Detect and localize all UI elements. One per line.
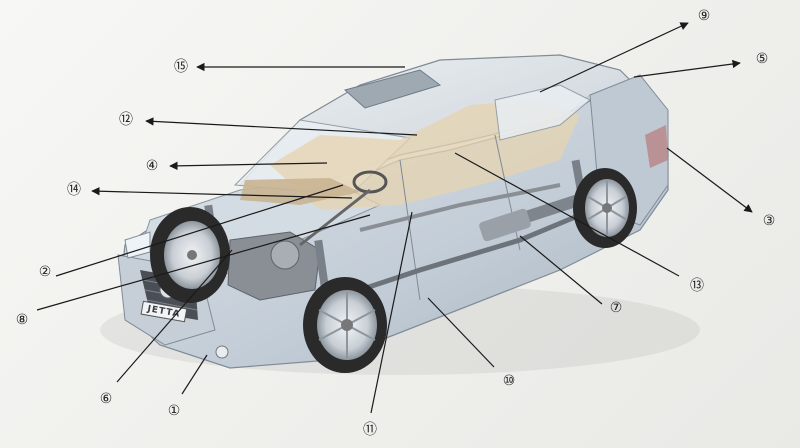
- leader-9: [539, 22, 689, 93]
- leader-4: [169, 161, 328, 171]
- callout-6: ⑥: [100, 391, 113, 407]
- callout-labels: ⑮ ⑫ ④ ⑭ ② ⑧ ⑥ ① ⑪ ⑩ ⑦ ⑬ ⑨ ⑤ ③: [16, 8, 776, 438]
- callout-7: ⑦: [610, 300, 623, 316]
- leader-2: [55, 184, 344, 277]
- leader-6: [116, 249, 233, 383]
- steering-wheel: [352, 170, 388, 194]
- license-plate: JETTA: [140, 300, 188, 323]
- rear-right-wheel: [573, 168, 637, 248]
- exhaust-pipe: [327, 212, 583, 303]
- callout-5: ⑤: [756, 51, 769, 67]
- callout-3: ③: [763, 213, 776, 229]
- callout-11: ⑪: [363, 422, 377, 438]
- leader-7: [519, 235, 603, 305]
- front-right-wheel: [303, 277, 387, 373]
- callout-13: ⑬: [690, 278, 704, 294]
- callout-15: ⑮: [174, 59, 188, 75]
- callout-8: ⑧: [16, 312, 29, 328]
- callout-2: ②: [39, 264, 52, 280]
- leader-10: [427, 297, 495, 368]
- fuel-tank: [479, 208, 531, 242]
- door-line-front: [399, 159, 421, 301]
- callout-10: ⑩: [503, 373, 516, 389]
- leader-3: [666, 147, 753, 213]
- leader-13: [454, 152, 680, 277]
- leader-1: [181, 354, 208, 395]
- front-strut-right: [314, 239, 330, 296]
- brake-booster: [270, 240, 300, 270]
- fog-light: [215, 345, 229, 359]
- tail-light: [645, 125, 668, 168]
- leader-11: [370, 211, 413, 414]
- sunroof: [343, 69, 442, 109]
- leader-lines: [36, 22, 753, 414]
- leader-5: [633, 59, 741, 78]
- callout-12: ⑫: [119, 112, 133, 128]
- dashboard: [240, 178, 360, 205]
- leader-12: [145, 117, 418, 136]
- front-left-wheel: [150, 207, 230, 303]
- steering-column: [299, 188, 371, 247]
- callout-9: ⑨: [698, 8, 711, 24]
- drive-shaft: [359, 183, 561, 232]
- callout-1: ①: [168, 403, 181, 419]
- leader-14: [91, 187, 353, 199]
- leader-8: [36, 214, 371, 311]
- callout-14: ⑭: [67, 182, 81, 198]
- callout-4: ④: [146, 158, 159, 174]
- headlight-left: [124, 231, 151, 259]
